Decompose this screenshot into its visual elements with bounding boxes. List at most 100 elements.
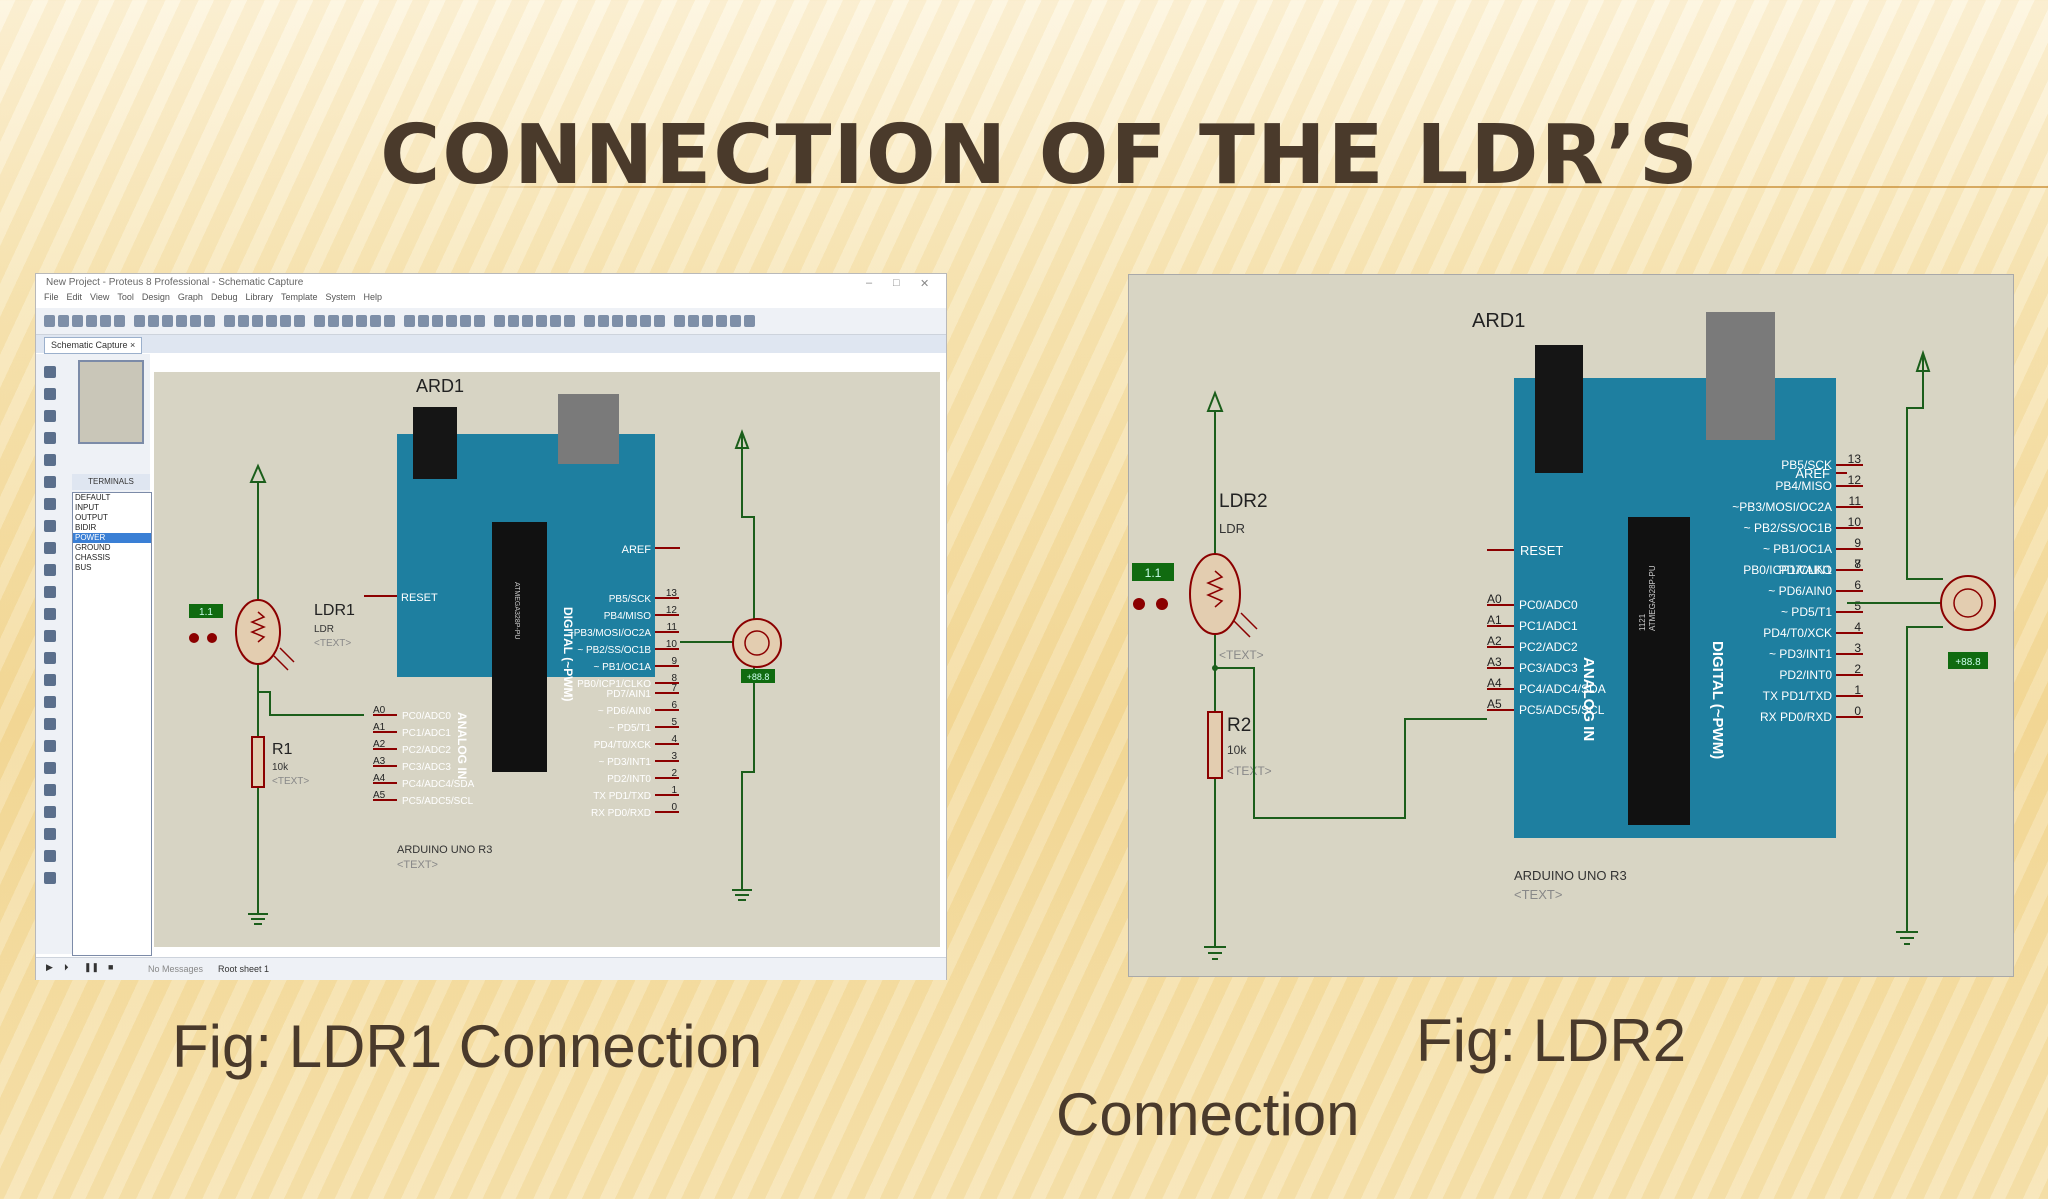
toolbar-tool-icon[interactable] [266,315,277,327]
toolbar-tool-icon[interactable] [674,315,685,327]
mode-tool-icon[interactable] [44,718,56,730]
mode-tool-icon[interactable] [44,762,56,774]
mode-tool-icon[interactable] [44,850,56,862]
stop-icon[interactable]: ■ [108,962,114,972]
toolbar-tool-icon[interactable] [522,315,533,327]
mode-tool-icon[interactable] [44,674,56,686]
mode-tool-icon[interactable] [44,828,56,840]
mode-tool-icon[interactable] [44,542,56,554]
toolbar-tool-icon[interactable] [294,315,305,327]
ldr-control-dot[interactable] [1156,598,1168,610]
menu-item[interactable]: File [44,292,59,302]
mode-tool-icon[interactable] [44,410,56,422]
toolbar-tool-icon[interactable] [702,315,713,327]
toolbar-tool-icon[interactable] [356,315,367,327]
mode-tool-icon[interactable] [44,564,56,576]
terminal-list-item[interactable]: POWER [73,533,151,543]
toolbar-tool-icon[interactable] [626,315,637,327]
menu-item[interactable]: Library [245,292,273,302]
toolbar-tool-icon[interactable] [446,315,457,327]
toolbar-tool-icon[interactable] [598,315,609,327]
terminal-list-item[interactable]: BUS [75,563,92,572]
mode-tool-icon[interactable] [44,784,56,796]
toolbar-tool-icon[interactable] [716,315,727,327]
toolbar-tool-icon[interactable] [86,315,97,327]
toolbar-tool-icon[interactable] [744,315,755,327]
menu-item[interactable]: System [325,292,356,302]
toolbar-tool-icon[interactable] [190,315,201,327]
mode-tool-icon[interactable] [44,454,56,466]
overview-preview[interactable] [78,360,144,444]
toolbar-tool-icon[interactable] [328,315,339,327]
toolbar-tool-icon[interactable] [148,315,159,327]
toolbar-tool-icon[interactable] [44,315,55,327]
mode-tool-icon[interactable] [44,806,56,818]
toolbar-tool-icon[interactable] [460,315,471,327]
close-icon[interactable]: ✕ [920,278,930,290]
terminal-list-item[interactable]: GROUND [75,543,111,552]
mode-tool-icon[interactable] [44,740,56,752]
schematic-canvas[interactable]: ARD1 ARDUINO UNO R3 <TEXT> ANALOG IN DIG… [154,372,940,947]
toolbar-tool-icon[interactable] [224,315,235,327]
mode-tool-icon[interactable] [44,586,56,598]
toolbar-tool-icon[interactable] [688,315,699,327]
toolbar-tool-icon[interactable] [494,315,505,327]
toolbar-tool-icon[interactable] [536,315,547,327]
menu-item[interactable]: Design [141,292,170,302]
toolbar-tool-icon[interactable] [100,315,111,327]
toolbar-tool-icon[interactable] [432,315,443,327]
menu-item[interactable]: Tool [117,292,134,302]
toolbar-tool-icon[interactable] [584,315,595,327]
toolbar-tool-icon[interactable] [654,315,665,327]
toolbar-tool-icon[interactable] [342,315,353,327]
mode-tool-icon[interactable] [44,432,56,444]
play-icon[interactable]: ▶ [46,962,53,972]
toolbar-tool-icon[interactable] [640,315,651,327]
mode-tool-icon[interactable] [44,476,56,488]
mode-tool-icon[interactable] [44,872,56,884]
terminal-list-item[interactable]: OUTPUT [75,513,108,522]
step-icon[interactable]: ⏵ [64,962,69,972]
ldr-control-dot[interactable] [189,633,199,643]
menu-item[interactable]: Help [363,292,383,302]
menu-item[interactable]: Template [280,292,318,302]
mode-tool-icon[interactable] [44,520,56,532]
toolbar-tool-icon[interactable] [238,315,249,327]
mode-tool-icon[interactable] [44,498,56,510]
toolbar-tool-icon[interactable] [252,315,263,327]
tab-schematic-capture[interactable]: Schematic Capture × [44,337,143,354]
mode-tool-icon[interactable] [44,696,56,708]
mode-tool-icon[interactable] [44,388,56,400]
terminal-list-item[interactable]: CHASSIS [75,553,111,562]
toolbar-tool-icon[interactable] [384,315,395,327]
toolbar-tool-icon[interactable] [176,315,187,327]
minimize-icon[interactable]: – [866,277,873,289]
mode-tool-icon[interactable] [44,366,56,378]
toolbar-tool-icon[interactable] [730,315,741,327]
mode-tool-icon[interactable] [44,652,56,664]
mode-tool-icon[interactable] [44,608,56,620]
toolbar-tool-icon[interactable] [314,315,325,327]
terminal-list-item[interactable]: INPUT [75,503,99,512]
toolbar-tool-icon[interactable] [280,315,291,327]
terminal-list-item[interactable]: BIDIR [75,523,97,532]
toolbar-tool-icon[interactable] [134,315,145,327]
toolbar-tool-icon[interactable] [162,315,173,327]
toolbar-tool-icon[interactable] [508,315,519,327]
toolbar-tool-icon[interactable] [474,315,485,327]
menu-item[interactable]: Edit [66,292,83,302]
terminal-list-item[interactable]: DEFAULT [75,493,111,502]
menu-item[interactable]: Graph [177,292,203,302]
pause-icon[interactable]: ❚❚ [84,962,100,972]
maximize-icon[interactable]: □ [893,277,900,289]
ldr-control-dot[interactable] [207,633,217,643]
toolbar-tool-icon[interactable] [58,315,69,327]
toolbar-tool-icon[interactable] [114,315,125,327]
toolbar-tool-icon[interactable] [418,315,429,327]
toolbar-tool-icon[interactable] [204,315,215,327]
menu-item[interactable]: Debug [210,292,238,302]
toolbar-tool-icon[interactable] [550,315,561,327]
toolbar-tool-icon[interactable] [72,315,83,327]
toolbar-tool-icon[interactable] [612,315,623,327]
toolbar-tool-icon[interactable] [404,315,415,327]
